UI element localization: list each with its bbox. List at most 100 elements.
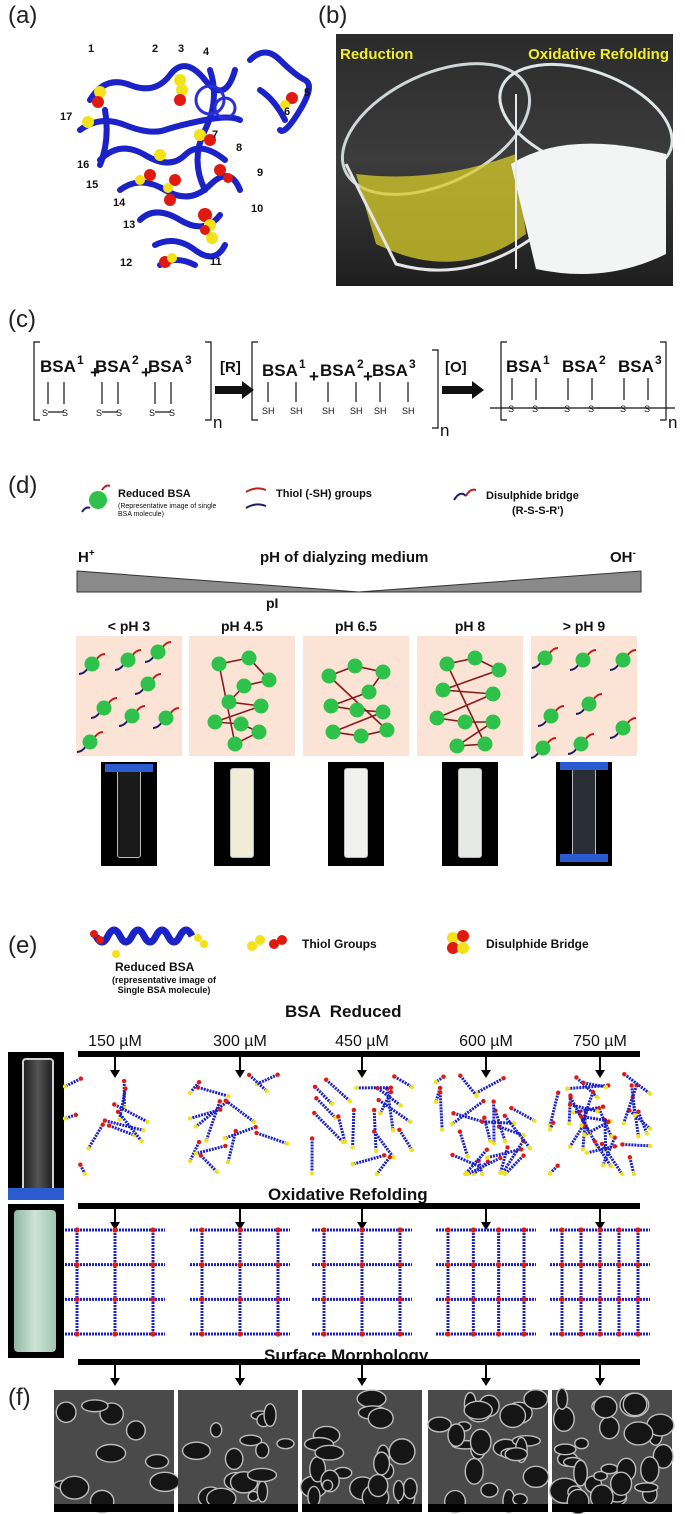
ph-condition-box-4 [531,636,637,759]
ph-label-4: > pH 9 [562,618,606,634]
disulphide-node [397,1331,403,1337]
disulphide-node [359,1262,365,1268]
disulphide-node [445,1262,451,1268]
legend-disulphide: Disulphide bridge [486,490,579,502]
reduced-bsa-chain [434,1087,442,1103]
site-number-8: 8 [236,142,242,154]
legend-disulphide-bridge: Disulphide Bridge [486,937,589,951]
disulphide-node [321,1331,327,1337]
reduced-bsa-bead [120,652,136,668]
reduced-bsa-chain [87,1123,105,1150]
site-number-2: 2 [152,43,158,55]
disulphide-node [237,1296,243,1302]
svg-text:S: S [532,404,538,414]
reduced-bsa-bead [573,736,589,752]
reduced-bsa-chain [116,1110,143,1143]
panel-label-e: (e) [8,932,38,959]
ph-gradient-title: pH of dialyzing medium [260,549,429,566]
disulphide-node [112,1227,118,1233]
disulphide-node [578,1331,584,1337]
down-arrow [357,1378,367,1386]
site-number-14: 14 [113,197,126,209]
disulphide-node [74,1331,80,1337]
svg-text:1: 1 [77,353,84,367]
reduced-bsa-chain [464,1148,488,1175]
disulphide-node [635,1296,641,1302]
disulphide-node [578,1296,584,1302]
reduced-bsa-bead [615,720,631,736]
site-number-7: 7 [212,129,218,141]
site-number-5: 5 [304,87,310,99]
disulphide-node [559,1227,565,1233]
disulphide-node [112,1331,118,1337]
reduced-bsa-bead [429,710,445,726]
disulphide-node [521,1262,527,1268]
disulphide-node [496,1331,502,1337]
disulphide-node [359,1227,365,1233]
reduced-bsa-chain [467,1156,501,1176]
reduced-bsa-chain [475,1076,505,1095]
disulphide-node [321,1227,327,1233]
ph-condition-box-0 [76,636,182,756]
timeline-bar-0 [78,1051,640,1057]
disulphide-node [559,1296,565,1302]
reduced-bsa-chain [197,1085,229,1098]
reduced-bsa-chain [583,1120,610,1137]
down-arrow [595,1378,605,1386]
legend-reduced-bsa: Reduced BSA [118,488,191,500]
disulphide-node [635,1262,641,1268]
reduced-bsa-bead [353,728,369,744]
site-number-3: 3 [178,43,184,55]
disulphide-node [321,1296,327,1302]
reduced-bsa-chain [108,1124,135,1137]
reduced-bsa-chain [64,1077,82,1088]
reduced-bsa-chain [315,1097,337,1119]
reduced-bsa-chain [582,1081,607,1089]
reduced-bsa-bead [207,714,223,730]
svg-text:3: 3 [185,353,192,367]
reduced-bsa-chain [493,1110,507,1142]
bsa-2-label: BSA [95,357,131,376]
svg-text:SH: SH [290,406,303,416]
reduced-bsa-chain [224,1099,256,1124]
reduced-bsa-chain [569,1103,598,1113]
disulphide-node [397,1262,403,1268]
reduced-bsa-chain [459,1074,478,1097]
reduced-bsa-chain [628,1109,651,1130]
timeline-bar-1 [78,1203,640,1209]
ph-label-2: pH 6.5 [334,618,377,634]
disulphide-node [496,1227,502,1233]
disulphide-node [616,1227,622,1233]
reduced-bsa-chain [458,1131,470,1158]
reduced-bsa-chain [498,1125,525,1137]
reduced-bsa-bead [537,650,553,666]
reduced-bsa-bead [84,656,100,672]
down-arrow [481,1070,491,1078]
disulphide-node [74,1262,80,1268]
reduced-bsa-bead [615,652,631,668]
disulphide-node [199,1331,205,1337]
reduced-bsa-bead [211,656,227,672]
reduced-bsa-bead [321,668,337,684]
svg-text:SH: SH [374,406,387,416]
bsa-1-label: BSA [40,357,76,376]
legend-thiol-groups-glyph [247,935,287,951]
down-arrow [595,1070,605,1078]
concentration-label-2: 450 µM [335,1033,389,1050]
svg-text:n: n [213,413,222,432]
reduced-bsa-chain [451,1153,483,1169]
disulphide-node [275,1331,281,1337]
down-arrow [357,1222,367,1230]
legend-disulphide-bridge-glyph [447,930,469,954]
disulphide-node [597,1227,603,1233]
reduced-bsa-chain [377,1098,412,1123]
reduced-bsa-chain [314,1085,333,1105]
bsa-reduced-title: BSA Reduced [285,1002,402,1021]
disulphide-node [321,1262,327,1268]
reduced-bsa-chain [256,1131,288,1145]
disulphide-node [112,1296,118,1302]
disulphide-node [150,1227,156,1233]
disulphide-node [616,1296,622,1302]
